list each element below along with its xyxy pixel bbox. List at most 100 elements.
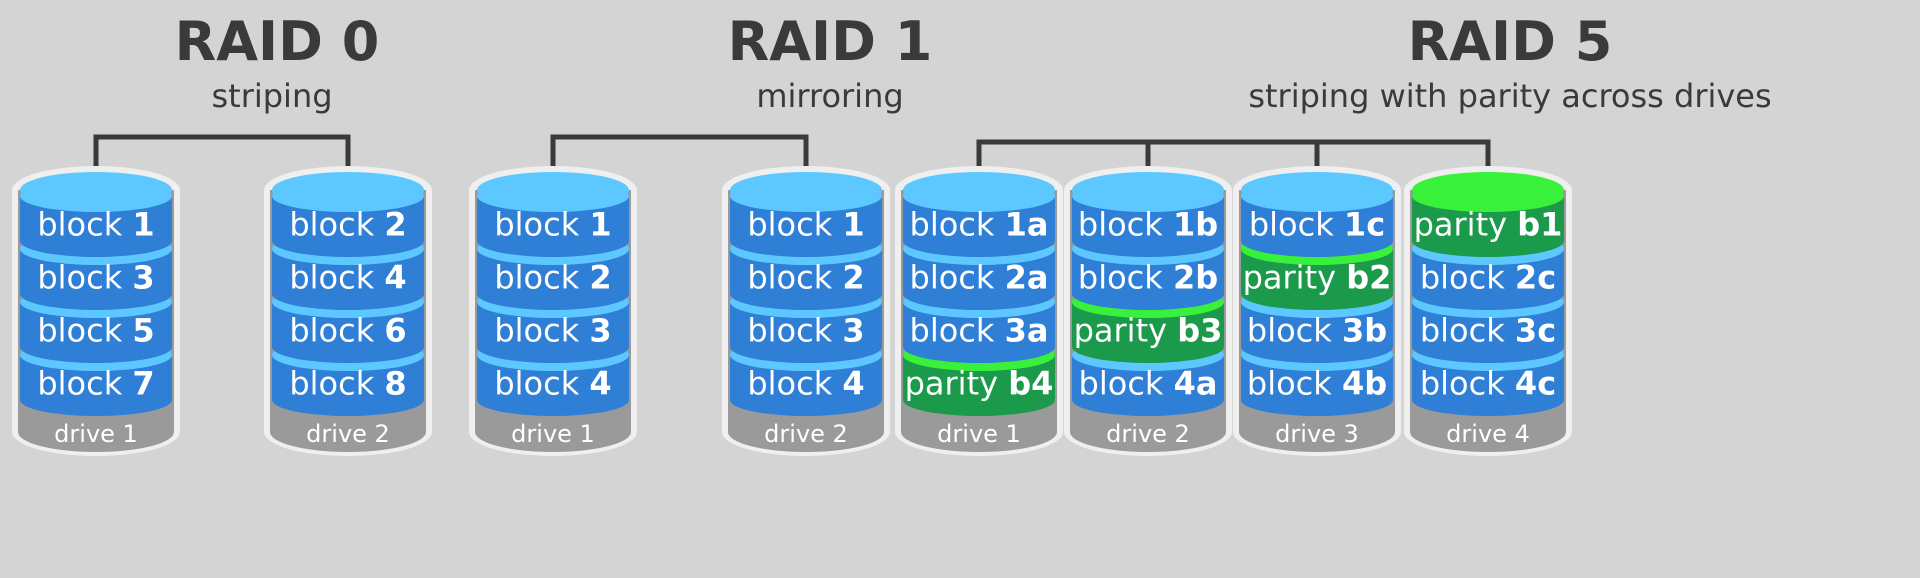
block-label: block 4c xyxy=(1420,365,1556,403)
block-id: 8 xyxy=(384,365,406,403)
block-word: block xyxy=(289,312,384,350)
block-bottom xyxy=(730,278,882,310)
block-id: 1 xyxy=(842,206,864,244)
block-bottom xyxy=(20,278,172,310)
block-word: block xyxy=(910,312,1005,350)
drive-body-bottom xyxy=(901,412,1057,452)
block-label: block 8 xyxy=(289,365,406,403)
drive-label: drive 2 xyxy=(1106,420,1190,448)
block-bottom xyxy=(1241,384,1393,416)
block-label: block 1 xyxy=(37,206,154,244)
block-id: 3a xyxy=(1005,312,1049,350)
block-label: block 3a xyxy=(910,312,1049,350)
block-id: 4a xyxy=(1174,365,1218,403)
drive-body-bottom xyxy=(1410,412,1566,452)
block-bottom xyxy=(20,384,172,416)
block-bottom xyxy=(903,225,1055,257)
block-bottom xyxy=(272,384,424,416)
drive-body-bottom xyxy=(18,412,174,452)
block-label: block 1b xyxy=(1078,206,1218,244)
block-bottom xyxy=(903,278,1055,310)
block-bottom xyxy=(730,225,882,257)
data-block: block 2c xyxy=(1412,233,1564,310)
block-bottom xyxy=(903,331,1055,363)
block-label: block 2 xyxy=(289,206,406,244)
block-bottom xyxy=(1241,331,1393,363)
block-label: block 6 xyxy=(289,312,406,350)
block-label: block 1a xyxy=(910,206,1049,244)
block-id: b3 xyxy=(1177,312,1222,350)
block-word: block xyxy=(1247,365,1342,403)
raid5-subtitle: striping with parity across drives xyxy=(1248,77,1771,115)
drive-label: drive 4 xyxy=(1446,420,1530,448)
block-word: parity xyxy=(905,365,1009,403)
data-block: block 3b xyxy=(1241,286,1393,363)
block-label: block 4 xyxy=(494,365,611,403)
data-block: block 4 xyxy=(272,233,424,310)
block-word: block xyxy=(1247,312,1342,350)
block-word: block xyxy=(494,259,589,297)
block-id: 4c xyxy=(1515,365,1556,403)
connector-line-raid-group xyxy=(550,134,809,190)
block-label: block 3 xyxy=(747,312,864,350)
drive-label: drive 1 xyxy=(511,420,595,448)
block-label: block 3c xyxy=(1420,312,1556,350)
drive-body-bottom xyxy=(270,412,426,452)
data-block: block 3 xyxy=(477,286,629,363)
drive-top-cap xyxy=(477,172,629,208)
block-id: 2 xyxy=(842,259,864,297)
block-bottom xyxy=(1412,331,1564,363)
block-label: block 4b xyxy=(1247,365,1387,403)
block-id: 3 xyxy=(589,312,611,350)
block-word: block xyxy=(289,206,384,244)
block-word: block xyxy=(1078,259,1173,297)
drive-body-bottom xyxy=(728,412,884,452)
raid1-title: RAID 1 xyxy=(728,10,933,73)
raid5-title: RAID 5 xyxy=(1408,10,1613,73)
block-word: block xyxy=(747,312,842,350)
block-label: block 7 xyxy=(37,365,154,403)
block-id: 2c xyxy=(1515,259,1556,297)
block-word: block xyxy=(747,206,842,244)
block-id: 1 xyxy=(589,206,611,244)
block-word: block xyxy=(289,365,384,403)
block-label: parity b3 xyxy=(1074,312,1223,350)
block-bottom xyxy=(477,384,629,416)
block-bottom xyxy=(1412,278,1564,310)
block-bottom xyxy=(1412,225,1564,257)
drive-top-cap xyxy=(730,172,882,208)
block-bottom xyxy=(1241,278,1393,310)
block-word: block xyxy=(1249,206,1344,244)
block-bottom xyxy=(1072,384,1224,416)
block-word: block xyxy=(1420,365,1515,403)
drive-top-cap xyxy=(20,172,172,208)
drive-label: drive 3 xyxy=(1275,420,1359,448)
block-label: block 4 xyxy=(289,259,406,297)
block-id: 2a xyxy=(1005,259,1049,297)
block-label: block 2b xyxy=(1078,259,1218,297)
drive-body-bottom xyxy=(1239,412,1395,452)
block-label: block 4 xyxy=(747,365,864,403)
block-bottom xyxy=(1072,331,1224,363)
block-word: block xyxy=(747,259,842,297)
data-block: block 4 xyxy=(730,339,882,416)
drive-cylinder: block 4a parity b3 block 2b block 1b drive 2 xyxy=(1064,166,1232,456)
block-bottom xyxy=(1412,384,1564,416)
block-bottom xyxy=(1072,225,1224,257)
data-block: block 3 xyxy=(730,286,882,363)
drive-label: drive 2 xyxy=(306,420,390,448)
block-word: parity xyxy=(1414,206,1518,244)
block-id: 4 xyxy=(842,365,864,403)
block-id: 1 xyxy=(132,206,154,244)
block-word: block xyxy=(37,259,132,297)
block-bottom xyxy=(730,331,882,363)
block-id: 1a xyxy=(1005,206,1049,244)
drive-top-cap xyxy=(272,172,424,208)
block-label: block 1 xyxy=(747,206,864,244)
block-label: block 2c xyxy=(1420,259,1556,297)
block-label: block 3 xyxy=(37,259,154,297)
